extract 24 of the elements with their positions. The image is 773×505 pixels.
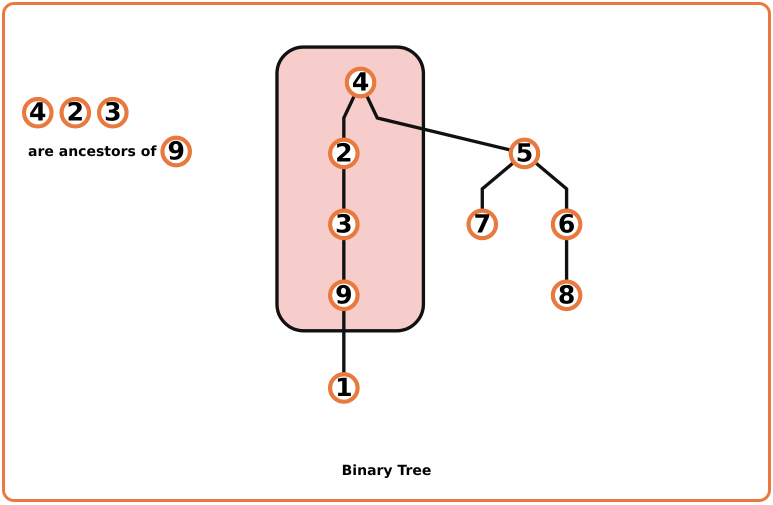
- note-text: are ancestors of: [28, 142, 156, 162]
- connector: [364, 94, 512, 152]
- connector: [342, 167, 346, 211]
- connector: [534, 161, 568, 211]
- node-circle: 3: [328, 208, 360, 240]
- cluster: [275, 45, 426, 333]
- node-circle: 4: [344, 66, 376, 98]
- connector: [342, 94, 356, 140]
- node-circle: 7: [466, 208, 498, 240]
- node-circle: 9: [160, 136, 192, 168]
- connector: [564, 238, 568, 282]
- node-circle: 4: [22, 97, 54, 129]
- node-circle: 1: [328, 372, 360, 404]
- node-circle: 2: [59, 97, 92, 129]
- node-circle: 3: [96, 97, 129, 129]
- connector: [342, 238, 346, 282]
- caption: Binary Tree: [340, 463, 432, 479]
- connector: [480, 161, 515, 211]
- node-circle: 6: [550, 208, 582, 240]
- node-circle: 5: [508, 138, 540, 170]
- node-circle: 8: [550, 280, 582, 312]
- connector: [342, 309, 346, 374]
- node-circle: 9: [328, 280, 360, 312]
- node-circle: 2: [328, 138, 360, 170]
